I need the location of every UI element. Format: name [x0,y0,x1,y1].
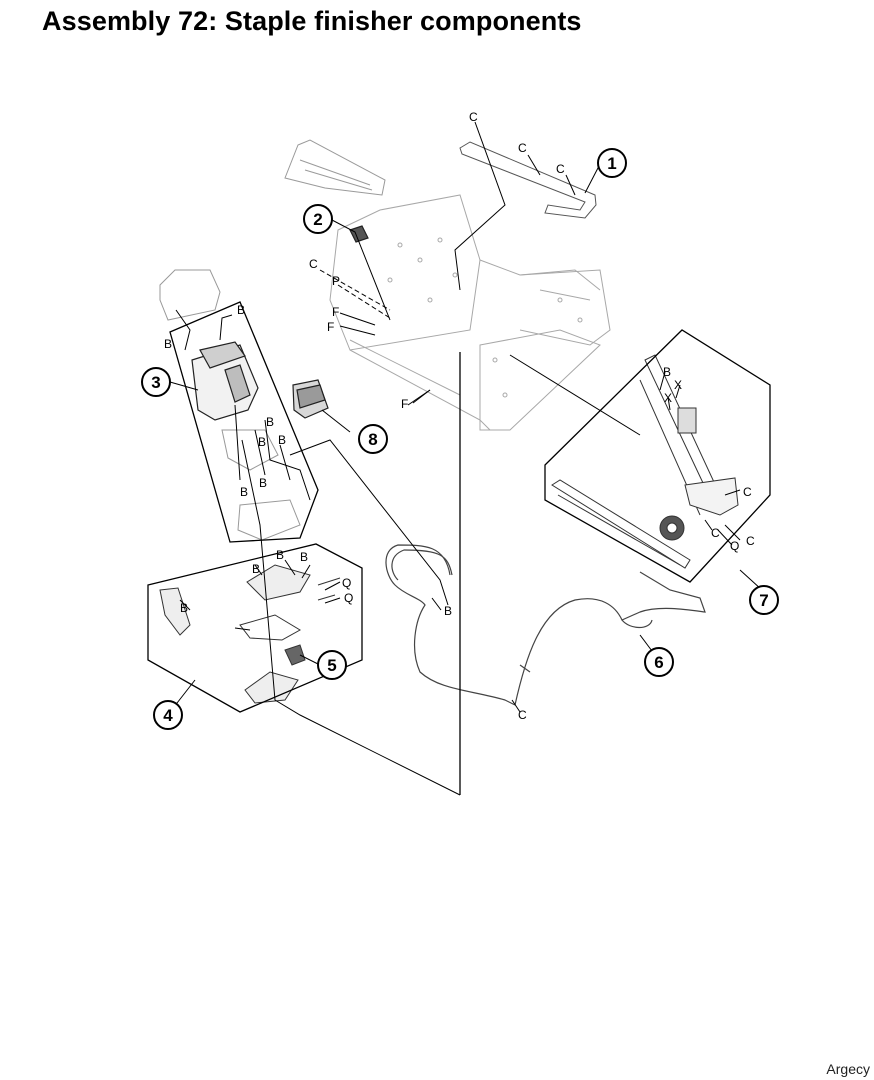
svg-text:3: 3 [151,373,160,392]
leader-lines [169,121,763,796]
main-frame-part [329,194,611,431]
label-b-11: B [180,601,188,615]
belt-group-outline [544,329,771,583]
label-b-2: B [164,337,172,351]
label-f-3: F [401,397,408,411]
group-outlines [147,301,771,795]
label-c-left: C [309,257,318,271]
callout-6: 6 [644,647,674,677]
label-b-12: B [444,604,452,618]
label-c-top: C [469,110,478,124]
label-b-8: B [276,548,284,562]
label-c-right-2: C [711,526,720,540]
reference-letters: C C C C P F F F B B B B B B B B B B B B … [164,110,755,722]
label-p: P [332,274,340,288]
bracket-group-outline [147,543,363,713]
svg-text:6: 6 [654,653,663,672]
label-c-rail-1: C [518,141,527,155]
stapler-unit-part [191,341,259,421]
label-c-right-1: C [743,485,752,499]
svg-text:5: 5 [327,656,336,675]
label-c-bottom: C [518,708,527,722]
label-b-1: B [237,303,245,317]
label-b-3: B [266,415,274,429]
label-q-3: Q [730,539,739,553]
label-x-2: X [664,391,672,405]
callout-3: 3 [141,367,171,397]
callout-5: 5 [317,650,347,680]
sensor-part [349,225,369,243]
label-b-10: B [252,562,260,576]
label-q-2: Q [344,591,353,605]
footer-watermark: Argecy [826,1061,870,1077]
svg-text:2: 2 [313,210,322,229]
callout-8: 8 [358,424,388,454]
label-b-9: B [300,550,308,564]
label-q-1: Q [342,576,351,590]
callout-4: 4 [153,700,183,730]
page-title: Assembly 72: Staple finisher components [42,6,582,36]
staple-cartridge-part [292,379,329,419]
label-f-2: F [327,320,334,334]
top-rail-part [459,141,597,219]
label-x-1: X [674,378,682,392]
label-b-6: B [240,485,248,499]
callouts: 1 2 3 4 5 6 7 8 [141,148,779,730]
label-c-rail-2: C [556,162,565,176]
label-b-5: B [258,435,266,449]
callout-7: 7 [749,585,779,615]
stapler-frame-outline [159,269,301,541]
cable-harness [385,544,706,706]
callout-1: 1 [597,148,627,178]
callout-2: 2 [303,204,333,234]
svg-text:7: 7 [759,591,768,610]
label-f-1: F [332,305,339,319]
label-c-right-3: C [746,534,755,548]
label-b-7: B [259,476,267,490]
drive-belt-assembly [551,354,739,569]
svg-text:8: 8 [368,430,377,449]
top-deflector-part [284,139,386,196]
svg-text:1: 1 [607,154,616,173]
label-b-4: B [278,433,286,447]
label-b-13: B [663,365,671,379]
svg-text:4: 4 [163,706,173,725]
stapler-group-outline [169,301,319,543]
